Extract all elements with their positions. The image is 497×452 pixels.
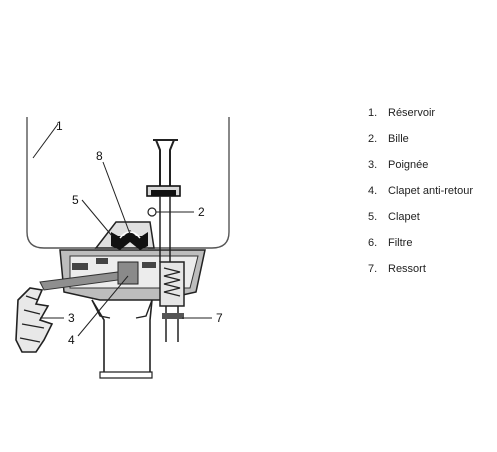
handle-arm (39, 271, 119, 291)
legend-number: 2. (368, 133, 378, 145)
legend-label: Réservoir (388, 107, 436, 119)
check-valve-ball-seat (119, 231, 141, 239)
callout-7: 7 (216, 311, 223, 325)
legend-label: Clapet (388, 211, 420, 223)
legend-label: Bille (388, 133, 409, 145)
legend-item: 4. Clapet anti-retour (368, 178, 473, 204)
leader-1 (32, 123, 59, 159)
legend-number: 7. (368, 263, 378, 275)
spring-outlet (165, 306, 179, 342)
callout-1: 1 (56, 119, 63, 133)
reservoir-outline (26, 117, 230, 249)
legend-number: 3. (368, 159, 378, 171)
tube-cap-top (151, 190, 176, 196)
legend-number: 1. (368, 107, 378, 119)
legend-label: Clapet anti-retour (388, 185, 473, 197)
callout-8: 8 (96, 149, 103, 163)
legend-label: Filtre (388, 237, 413, 249)
legend-item: 2. Bille (368, 126, 473, 152)
rod (159, 196, 171, 262)
callout-5: 5 (72, 193, 79, 207)
valve-cap (111, 230, 148, 250)
filter-ring (162, 313, 184, 319)
handle-grip (15, 287, 54, 353)
legend-number: 4. (368, 185, 378, 197)
legend-item: 6. Filtre (368, 230, 473, 256)
spring-housing (159, 261, 185, 307)
leader-8 (102, 161, 131, 235)
ball (147, 207, 157, 217)
tube-handle (153, 139, 178, 188)
callout-3: 3 (68, 311, 75, 325)
legend-item: 3. Poignée (368, 152, 473, 178)
stem-bottom (99, 371, 153, 379)
legend-item: 5. Clapet (368, 204, 473, 230)
legend-item: 1. Réservoir (368, 100, 473, 126)
lower-stem (91, 299, 153, 377)
stem-foot (91, 299, 153, 319)
legend-number: 6. (368, 237, 378, 249)
housing-slot-mid (96, 258, 108, 264)
callout-4: 4 (68, 333, 75, 347)
leader-4 (77, 275, 129, 337)
housing-slot-left (72, 263, 88, 270)
housing-slot-right (142, 262, 156, 268)
legend-label: Ressort (388, 263, 426, 275)
callout-2: 2 (198, 205, 205, 219)
legend-item: 7. Ressort (368, 256, 473, 282)
legend: 1. Réservoir 2. Bille 3. Poignée 4. Clapet a… (368, 100, 473, 282)
leader-5 (81, 199, 113, 237)
legend-number: 5. (368, 211, 378, 223)
legend-label: Poignée (388, 159, 429, 171)
handle-grip-ribs (19, 295, 45, 343)
spring (163, 267, 181, 297)
check-valve-body (117, 261, 139, 285)
